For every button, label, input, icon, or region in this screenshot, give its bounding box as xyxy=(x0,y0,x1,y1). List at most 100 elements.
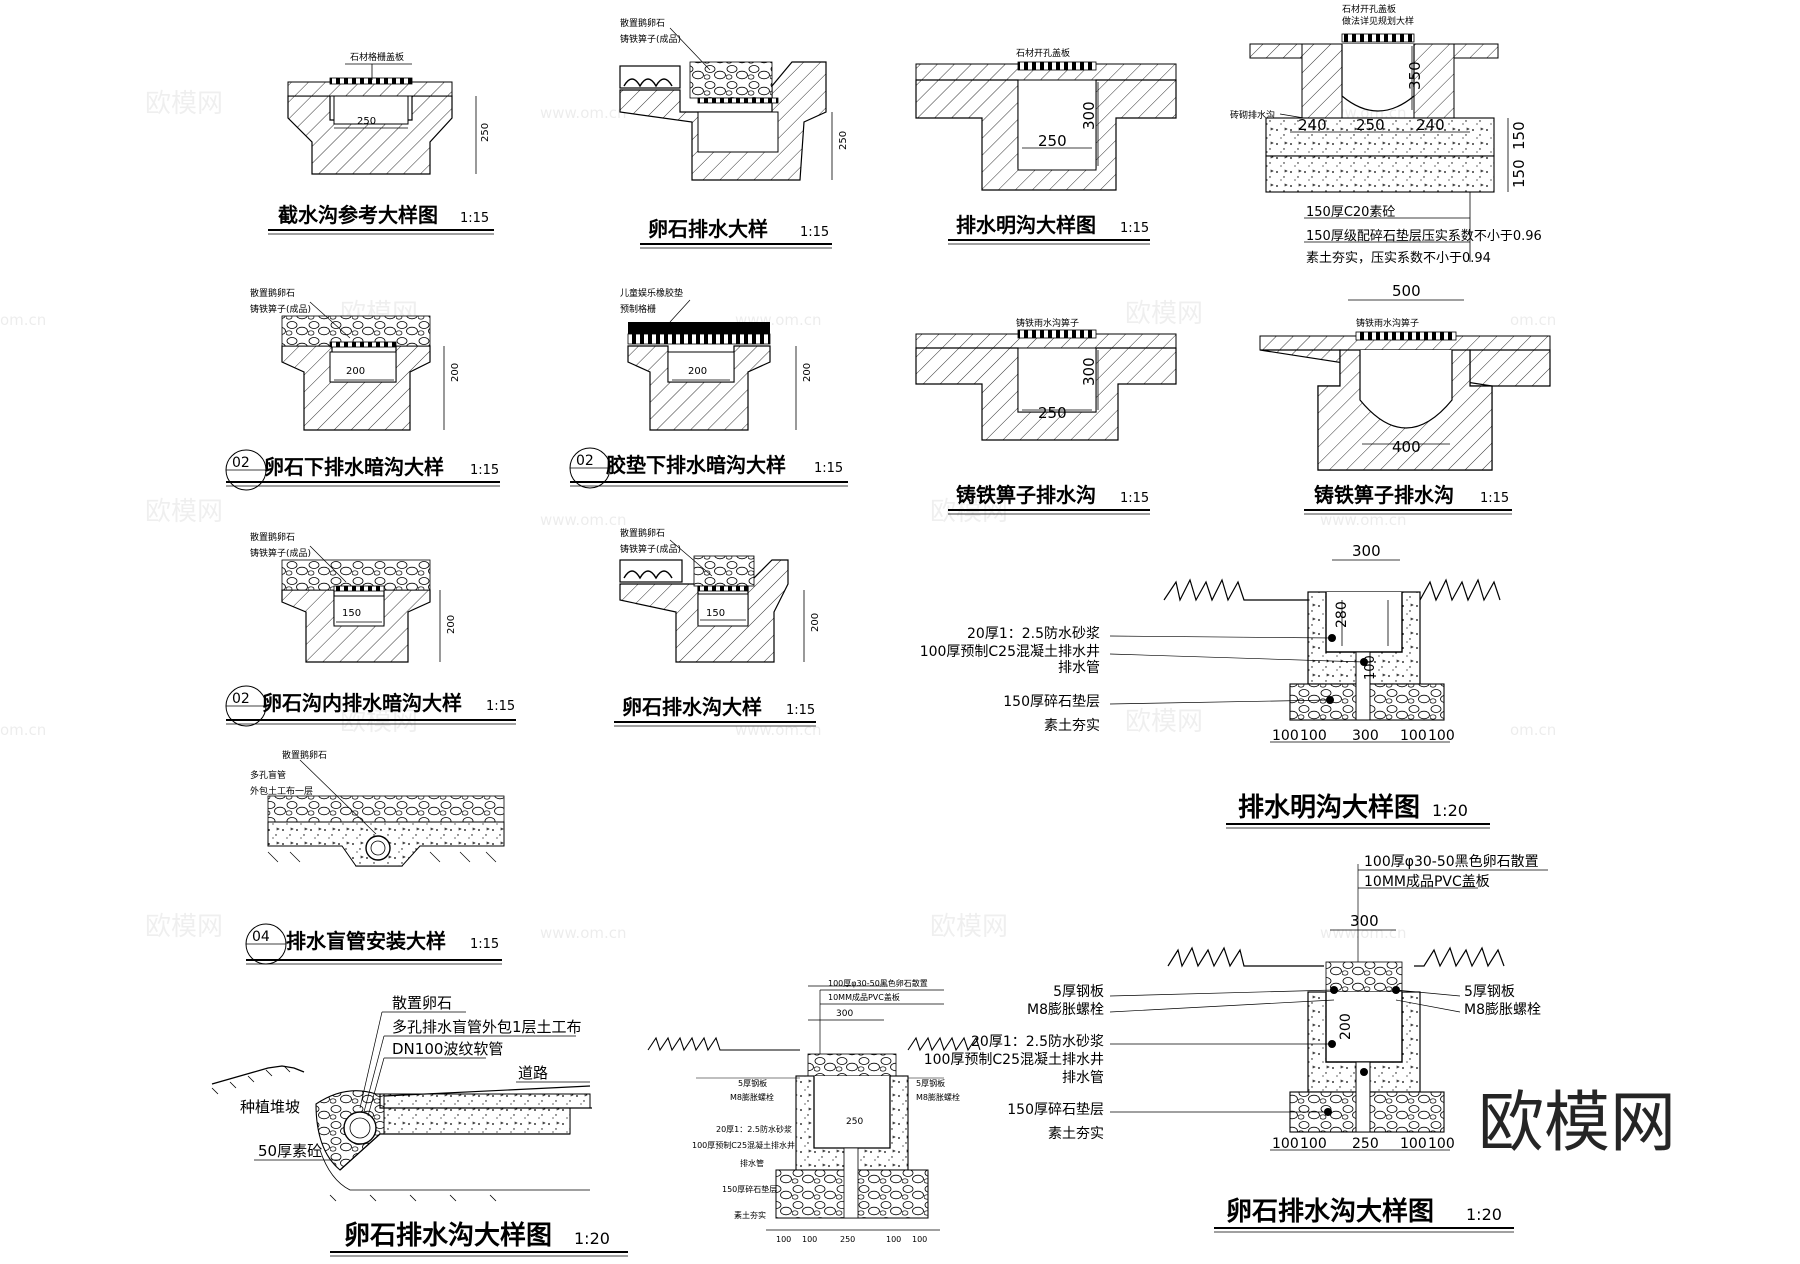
dimension-label: 250 xyxy=(1038,132,1067,150)
callout-note: 铸铁箅子(成品) xyxy=(250,303,311,315)
detail-blind-pipe-install: 散置鹅卵石 多孔盲管 外包土工布一层 04 排水盲管安装大样 1:15 xyxy=(245,749,505,965)
dimension-label: 200 xyxy=(450,363,461,382)
watermark-url-text: www.om.cn xyxy=(1320,511,1407,529)
dimension-label: 100 xyxy=(1400,1136,1427,1152)
watermark-main-text: 欧模网 xyxy=(145,912,223,942)
callout-note: 铸铁箅子(成品) xyxy=(620,543,681,555)
dimension-label: 150 xyxy=(1510,121,1528,150)
dimension-label: 100 xyxy=(1428,1136,1455,1152)
callout-note: 100厚φ30-50黑色卵石散置 xyxy=(1364,853,1539,870)
detail-title: 卵石排水沟大样图 xyxy=(344,1220,552,1251)
detail-scale: 1:15 xyxy=(1120,491,1149,506)
detail-scale: 1:15 xyxy=(1120,221,1149,236)
callout-note: 150厚C20素砼 xyxy=(1306,205,1395,220)
callout-note: M8膨胀螺栓 xyxy=(730,1092,774,1102)
dimension-label: 300 xyxy=(1352,728,1379,744)
callout-note: 20厚1：2.5防水砂浆 xyxy=(967,626,1100,642)
dimension-label: 200 xyxy=(810,613,821,632)
detail-scale: 1:15 xyxy=(470,463,499,478)
callout-note: 铸铁箅子(成品) xyxy=(620,33,681,45)
detail-title: 卵石排水沟大样图 xyxy=(1226,1196,1434,1227)
dimension-label: 500 xyxy=(1392,282,1421,300)
detail-title: 卵石排水大样 xyxy=(648,217,768,241)
watermark-main-text: 欧模网 xyxy=(1125,299,1203,329)
callout-note: 素土夯实 xyxy=(1048,1126,1104,1142)
detail-scale: 1:15 xyxy=(460,211,489,226)
callout-note: 100厚预制C25混凝土排水井 xyxy=(920,644,1100,660)
detail-scale: 1:15 xyxy=(786,703,815,718)
dimension-label: 350 xyxy=(1406,61,1424,90)
callout-note: 5厚钢板 xyxy=(738,1078,767,1088)
dimension-label: 200 xyxy=(688,366,707,377)
detail-pvc-cover-small: 100厚φ30-50黑色卵石散置 10MM成品PVC盖板 300 250 5厚钢… xyxy=(647,978,981,1244)
callout-note: 素土夯实 xyxy=(734,1210,766,1220)
callout-note: 150厚碎石垫层 xyxy=(1007,1102,1104,1118)
dimension-label: 300 xyxy=(1350,912,1379,930)
dimension-label: 100 xyxy=(1272,1136,1299,1152)
detail-pebble-inner-drain: 散置鹅卵石 铸铁箅子(成品) 150 200 02 卵石沟内排水暗沟大样 1:1… xyxy=(225,531,516,727)
detail-pebble-ditch-large: 100厚φ30-50黑色卵石散置 10MM成品PVC盖板 300 200 5厚钢… xyxy=(924,853,1548,1233)
callout-note: 铸铁箅子(成品) xyxy=(250,547,311,559)
callout-note: 石材开孔盖板 xyxy=(1342,3,1396,15)
dimension-label: 250 xyxy=(480,123,491,142)
callout-note: 散置鹅卵石 xyxy=(620,17,665,29)
dimension-label: 400 xyxy=(1392,438,1421,456)
dimension-label: 250 xyxy=(357,116,376,127)
watermark-edge-text: om.cn xyxy=(1510,311,1556,329)
detail-scale: 1:20 xyxy=(1466,1205,1502,1224)
detail-badge: 04 xyxy=(252,929,270,945)
callout-note: 道路 xyxy=(518,1064,548,1082)
detail-title: 排水明沟大样图 xyxy=(1238,792,1420,823)
detail-title: 卵石排水沟大样 xyxy=(622,695,762,719)
watermark-main-text: 欧模网 xyxy=(340,707,418,737)
detail-open-ditch-small: 石材开孔盖板 250 300 排水明沟大样图 1:15 xyxy=(915,47,1177,245)
callout-note: 铸铁雨水沟箅子 xyxy=(1356,317,1419,329)
callout-note: 5厚钢板 xyxy=(1053,984,1104,1000)
detail-badge: 02 xyxy=(232,691,250,707)
detail-brick-ditch: 石材开孔盖板 做法详见规划大样 350 砖砌排水沟 240 250 240 15… xyxy=(1230,3,1542,266)
dimension-label: 200 xyxy=(446,615,457,634)
watermark-url-text: www.om.cn xyxy=(735,721,822,739)
dimension-label: 300 xyxy=(836,1009,853,1019)
dimension-label: 280 xyxy=(1334,601,1350,628)
callout-note: 石材格栅盖板 xyxy=(350,51,404,63)
callout-note: M8膨胀螺栓 xyxy=(916,1092,960,1102)
dimension-label: 150 xyxy=(1510,159,1528,188)
watermark-main-text: 欧模网 xyxy=(145,497,223,527)
callout-note: M8膨胀螺栓 xyxy=(1027,1001,1104,1018)
callout-note: 10MM成品PVC盖板 xyxy=(828,992,900,1002)
callout-note: 散置鹅卵石 xyxy=(250,287,295,299)
detail-title: 卵石沟内排水暗沟大样 xyxy=(262,691,462,715)
detail-title: 胶垫下排水暗沟大样 xyxy=(606,453,786,477)
dimension-label: 250 xyxy=(846,1117,863,1127)
callout-note: 外包土工布一层 xyxy=(250,785,313,797)
callout-note: 砖砌排水沟 xyxy=(1230,109,1275,121)
watermark-url-text: www.om.cn xyxy=(540,511,627,529)
dimension-label: 300 xyxy=(1080,357,1098,386)
detail-cast-iron-grate-ditch-a: 铸铁雨水沟箅子 250 300 铸铁箅子排水沟 1:15 xyxy=(915,317,1177,515)
dimension-label: 100 xyxy=(776,1235,791,1244)
callout-note: 素土夯实，压实系数不小于0.94 xyxy=(1306,251,1491,266)
watermark-edge-text: om.cn xyxy=(1510,721,1556,739)
detail-pebble-ditch-small: 散置鹅卵石 铸铁箅子(成品) 150 200 卵石排水沟大样 1:15 xyxy=(614,527,821,727)
callout-note: 种植堆坡 xyxy=(240,1098,300,1116)
dimension-label: 100 xyxy=(1300,1136,1327,1152)
callout-note: 散置鹅卵石 xyxy=(282,749,327,761)
callout-note: 5厚钢板 xyxy=(1464,984,1515,1000)
callout-note: 多孔盲管 xyxy=(250,769,286,781)
detail-rubber-mat-drain: 儿童娱乐橡胶垫 预制格栅 200 200 02 胶垫下排水暗沟大样 1:15 xyxy=(569,287,848,489)
callout-note: 散置鹅卵石 xyxy=(620,527,665,539)
callout-note: 10MM成品PVC盖板 xyxy=(1364,874,1490,890)
dimension-label: 240 xyxy=(1298,116,1327,134)
dimension-label: 300 xyxy=(1080,101,1098,130)
dimension-label: 300 xyxy=(1352,542,1381,560)
detail-title: 卵石下排水暗沟大样 xyxy=(264,455,444,479)
callout-note: 5厚钢板 xyxy=(916,1078,945,1088)
detail-scale: 1:15 xyxy=(470,937,499,952)
logo-watermark: 欧模网 xyxy=(1478,1084,1676,1161)
watermark-main-text: 欧模网 xyxy=(930,912,1008,942)
detail-title: 排水明沟大样图 xyxy=(956,213,1096,237)
callout-note: 石材开孔盖板 xyxy=(1016,47,1070,59)
dimension-label: 200 xyxy=(346,366,365,377)
callout-note: 儿童娱乐橡胶垫 xyxy=(620,287,683,299)
